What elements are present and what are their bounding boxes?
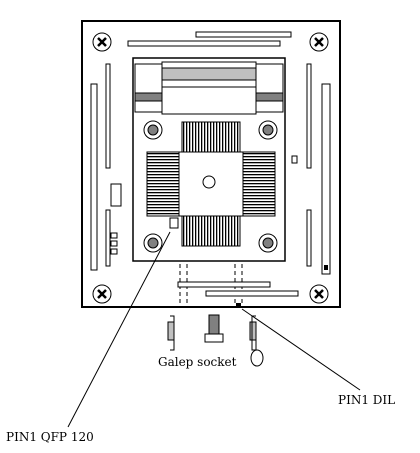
pin-marker	[324, 265, 328, 270]
mounting-screw-icon	[309, 32, 329, 52]
silkscreen-bar	[195, 31, 292, 38]
pin1-qfp-label: PIN1 QFP 120	[6, 430, 94, 444]
side-bar-right-inner	[306, 63, 312, 169]
hole-icon	[258, 120, 278, 140]
qfp-pins-top	[181, 121, 241, 153]
qfp-pins-bottom	[181, 215, 241, 247]
socket-lever	[134, 61, 284, 115]
pin-marker	[236, 303, 241, 307]
silkscreen-bar	[127, 40, 281, 47]
silkscreen-bar	[177, 281, 271, 288]
silkscreen-bar	[205, 290, 299, 297]
mounting-screw-icon	[309, 284, 329, 304]
component-pad	[291, 155, 298, 164]
leader-pin1-qfp	[67, 231, 171, 428]
pin1-dil-label: PIN1 DIL	[338, 393, 396, 407]
hole-icon	[143, 120, 163, 140]
mounting-screw-icon	[92, 284, 112, 304]
component-pad	[110, 240, 118, 247]
qfp-pins-left	[146, 151, 180, 217]
galep-socket	[167, 314, 264, 367]
mounting-screw-icon	[92, 32, 112, 52]
side-bar-left-inner	[105, 63, 111, 169]
hole-icon	[143, 233, 163, 253]
side-bar-right	[321, 83, 331, 275]
side-bar-right-inner	[306, 209, 312, 267]
component-pad	[110, 232, 118, 239]
qfp-pins-right	[242, 151, 276, 217]
side-bar-left-inner	[105, 209, 111, 267]
side-bar-left	[90, 83, 98, 271]
hole-icon	[258, 233, 278, 253]
chip-center-hole	[202, 175, 216, 189]
pin1-mark	[169, 217, 179, 229]
component-pad	[110, 183, 122, 207]
component-pad	[110, 248, 118, 255]
galep-socket-label: Galep socket	[158, 355, 237, 369]
leader-pin1-dil	[241, 308, 361, 391]
